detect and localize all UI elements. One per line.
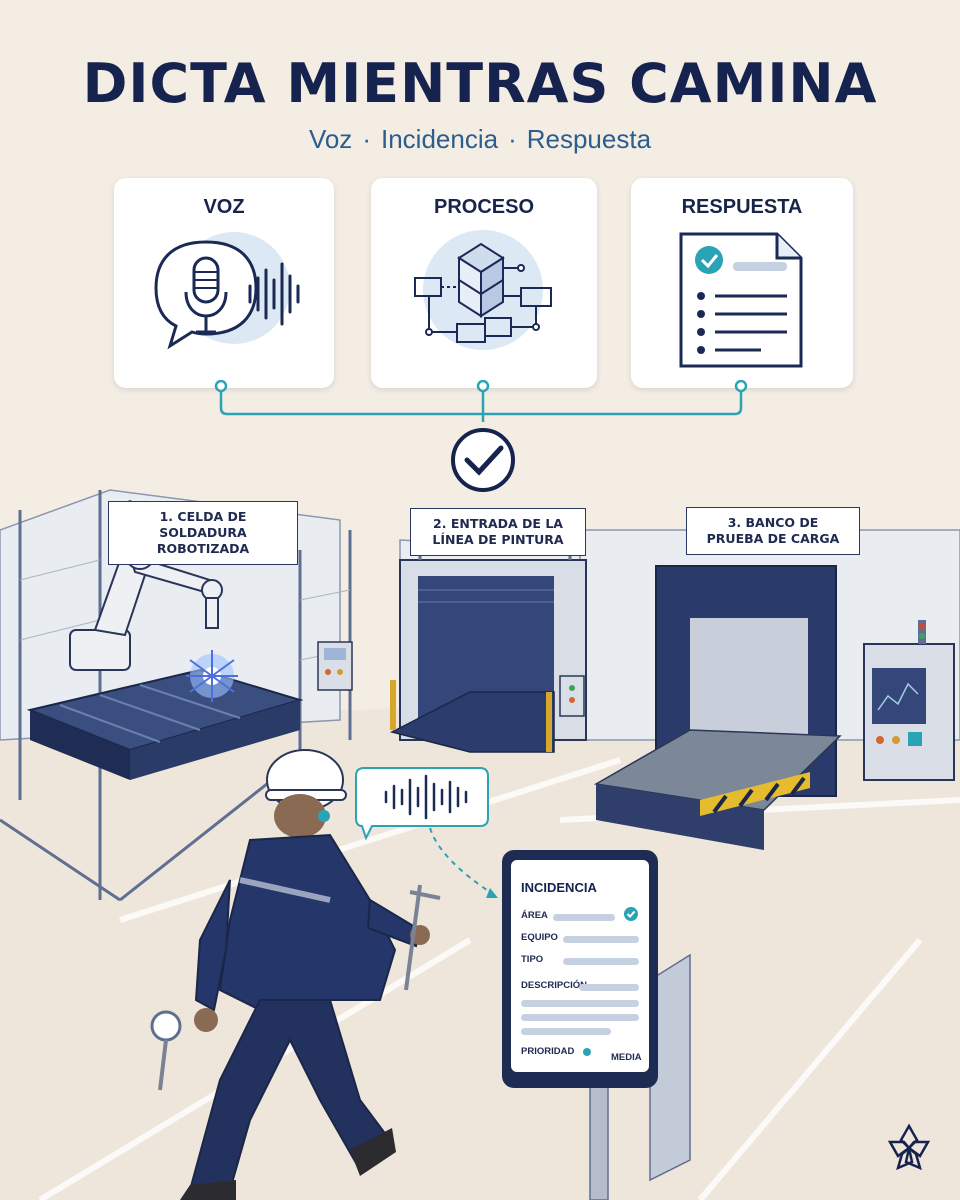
brand-logo-icon xyxy=(887,1123,931,1171)
station-sign-1-line-2: ROBOTIZADA xyxy=(156,541,250,556)
incident-tablet: INCIDENCIA ÁREA EQUIPO TIPO DESCRIPCIÓN … xyxy=(502,850,658,1088)
station-sign-2-line-1: 2. ENTRADA DE LA xyxy=(433,516,563,531)
card-respuesta: RESPUESTA xyxy=(631,178,853,388)
field-equipo-label: EQUIPO xyxy=(521,932,558,943)
subtitle-voz: Voz xyxy=(308,124,353,154)
checked-document-icon xyxy=(679,232,803,368)
field-prioridad-value: MEDIA xyxy=(611,1052,642,1063)
field-equipo-bar xyxy=(563,936,639,943)
card-voz-label: VOZ xyxy=(203,196,245,218)
field-descripcion-bar xyxy=(521,1014,639,1021)
page-title: DICTA MIENTRAS CAMINA xyxy=(82,52,878,115)
incident-form: INCIDENCIA ÁREA EQUIPO TIPO DESCRIPCIÓN … xyxy=(511,860,649,1072)
field-descripcion-label: DESCRIPCIÓN xyxy=(521,980,587,991)
field-descripcion-bar xyxy=(521,1000,639,1007)
subtitle-separator: · xyxy=(508,124,517,154)
subtitle-separator: · xyxy=(362,124,371,154)
field-area-bar xyxy=(553,914,615,921)
field-tipo-bar xyxy=(563,958,639,965)
card-proceso-label: PROCESO xyxy=(433,196,535,218)
check-circle-icon xyxy=(451,428,515,492)
card-proceso: PROCESO xyxy=(371,178,597,388)
worker-figure xyxy=(150,749,441,1200)
priority-dot xyxy=(583,1048,591,1056)
station-sign-1: 1. CELDA DE SOLDADURA ROBOTIZADA xyxy=(108,501,298,565)
station-sign-3-line-1: 3. BANCO DE xyxy=(727,515,819,530)
connector-lines xyxy=(214,380,748,492)
subtitle-respuesta: Respuesta xyxy=(526,124,652,154)
field-descripcion-bar xyxy=(521,1028,611,1035)
microphone-icon xyxy=(154,232,300,350)
field-prioridad-label: PRIORIDAD xyxy=(521,1046,575,1057)
field-area-label: ÁREA xyxy=(521,910,548,921)
speech-bubble xyxy=(355,767,489,841)
station-sign-1-line-1: 1. CELDA DE SOLDADURA xyxy=(159,509,247,540)
field-descripcion-bar xyxy=(579,984,639,991)
field-tipo-label: TIPO xyxy=(521,954,544,965)
subtitle-incidencia: Incidencia xyxy=(380,124,499,154)
station-sign-3: 3. BANCO DE PRUEBA DE CARGA xyxy=(686,507,860,555)
station-sign-2: 2. ENTRADA DE LA LÍNEA DE PINTURA xyxy=(410,508,586,556)
station-sign-3-line-2: PRUEBA DE CARGA xyxy=(706,531,840,546)
card-voz: VOZ xyxy=(114,178,334,388)
page-subtitle: Voz · Incidencia · Respuesta xyxy=(0,124,960,155)
card-respuesta-label: RESPUESTA xyxy=(681,196,803,218)
check-icon xyxy=(624,907,638,921)
incident-form-title: INCIDENCIA xyxy=(521,880,597,895)
station-sign-2-line-2: LÍNEA DE PINTURA xyxy=(432,532,564,547)
process-cube-icon xyxy=(414,230,552,350)
